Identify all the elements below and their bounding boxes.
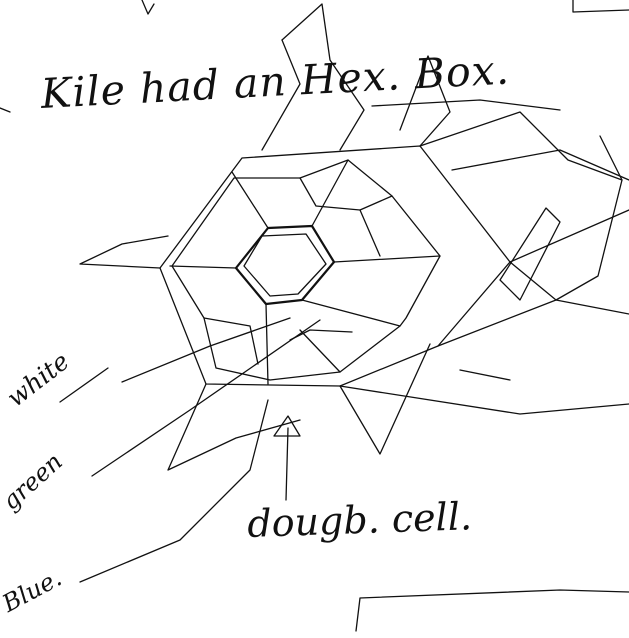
bottom-right-tick <box>460 370 510 380</box>
star-point-left <box>80 236 168 268</box>
spoke-1 <box>232 172 268 228</box>
inner-hexagon <box>236 226 334 304</box>
middle-cell-right <box>360 210 380 256</box>
bullet-dash <box>0 108 10 112</box>
spoke-5 <box>266 304 268 384</box>
bottom-right-box <box>356 590 629 631</box>
corner-mark-top-left <box>142 0 154 14</box>
corner-mark-top-right <box>573 0 629 12</box>
spoke-3 <box>334 256 440 262</box>
label-cell: dougb. cell. <box>247 497 473 543</box>
outer-hexagon <box>160 146 510 386</box>
pointer-blue <box>80 400 268 582</box>
middle-cell-bottom <box>300 330 340 372</box>
spoke-6 <box>170 266 236 268</box>
right-box-inner <box>500 208 560 300</box>
right-box-outer <box>420 112 622 300</box>
arrow-shaft <box>286 428 288 500</box>
right-top-line <box>452 150 629 180</box>
spoke-2 <box>312 160 348 226</box>
middle-cell-top <box>300 178 392 210</box>
middle-cell-left <box>204 318 258 364</box>
middle-ring <box>172 160 440 380</box>
right-low-line <box>556 300 629 314</box>
bottom-right-line <box>340 386 629 414</box>
star-point-bottom <box>340 344 430 454</box>
top-bar-line <box>372 100 560 110</box>
right-bottom-line <box>438 300 556 346</box>
